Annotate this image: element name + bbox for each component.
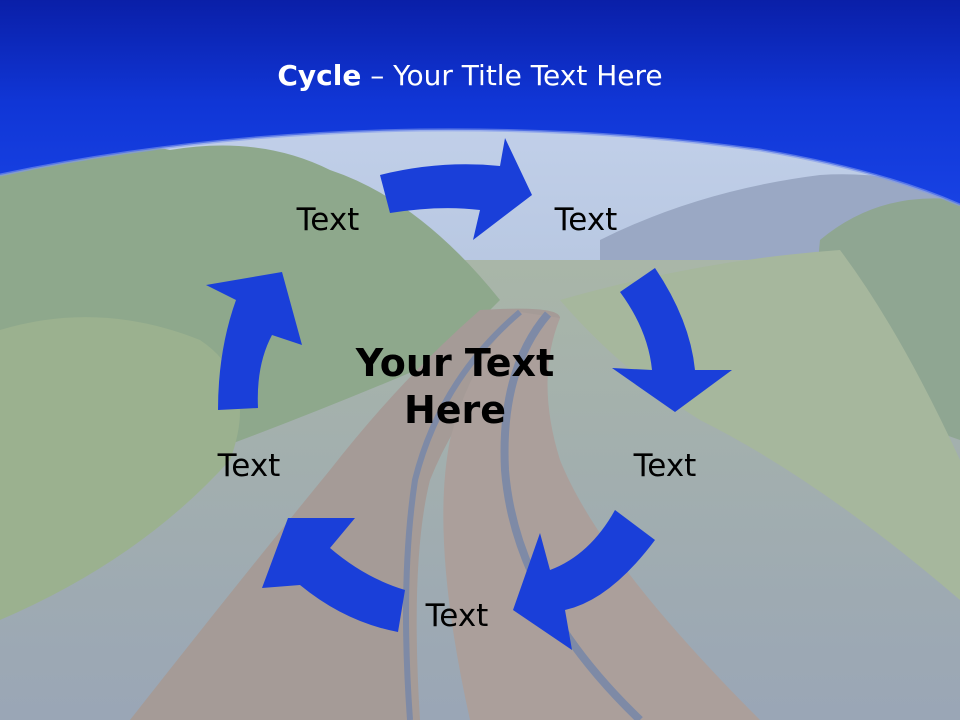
title-bold: Cycle bbox=[277, 59, 362, 92]
bushes-left bbox=[0, 317, 240, 620]
arrow-bottom-right bbox=[513, 510, 655, 650]
arrow-left bbox=[206, 272, 302, 410]
center-text-line1: Your Text bbox=[355, 341, 555, 385]
node-label-right: Text bbox=[633, 448, 697, 484]
header-edge bbox=[0, 128, 960, 207]
node-label-top-right: Text bbox=[554, 202, 618, 238]
header-band bbox=[0, 0, 960, 205]
title-rest: – Your Title Text Here bbox=[361, 59, 663, 92]
node-label-top-left: Text bbox=[296, 202, 360, 238]
rail-left bbox=[403, 309, 522, 720]
track-bed-right bbox=[443, 312, 760, 720]
arrow-top bbox=[380, 138, 532, 240]
rail-right bbox=[500, 311, 643, 720]
arrow-right bbox=[612, 268, 732, 412]
center-text: Your Text Here bbox=[345, 340, 565, 434]
node-label-left: Text bbox=[217, 448, 281, 484]
track-bed bbox=[130, 308, 560, 720]
cycle-arrows bbox=[206, 138, 732, 650]
trees-right bbox=[818, 198, 960, 440]
arrow-bottom-left bbox=[262, 518, 405, 632]
node-label-bottom: Text bbox=[425, 598, 489, 634]
slide-title: Cycle – Your Title Text Here bbox=[0, 56, 940, 96]
center-text-line2: Here bbox=[403, 388, 507, 432]
